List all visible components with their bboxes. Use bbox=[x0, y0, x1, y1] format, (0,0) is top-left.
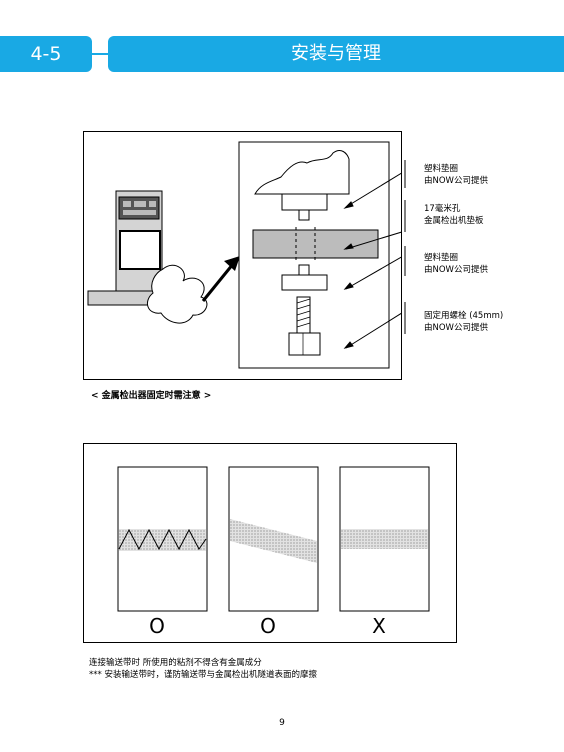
metal-detector-machine-illustration bbox=[87, 190, 208, 324]
page-title: 安装与管理 bbox=[108, 36, 564, 72]
label-17mm-hole: 17毫米孔 金属检出机垫板 bbox=[424, 204, 484, 226]
pointing-arrow bbox=[201, 256, 240, 302]
belt-sample-straight bbox=[339, 466, 430, 612]
label-fixing-bolt: 固定用螺栓 (45mm) 由NOW公司提供 bbox=[424, 311, 504, 333]
note-friction: *** 安装输送带时，谨防输送带与金属检出机隧道表面的摩擦 bbox=[89, 670, 317, 680]
belt-sample-diagonal bbox=[228, 466, 319, 612]
mark-correct-1: O bbox=[149, 614, 165, 638]
label-leader-lines bbox=[343, 172, 402, 349]
label-connectors bbox=[404, 160, 406, 334]
belt-sample-zigzag bbox=[117, 466, 208, 612]
mark-correct-2: O bbox=[260, 614, 276, 638]
header-connector-line bbox=[92, 53, 108, 55]
label-plastic-washer-top: 塑料垫圈 由NOW公司提供 bbox=[424, 164, 488, 186]
note-adhesive: 连接输送带时 所使用的粘剂不得含有金属成分 bbox=[89, 658, 262, 668]
label-plastic-washer-bottom: 塑料垫圈 由NOW公司提供 bbox=[424, 253, 488, 275]
belt-joint-diagram bbox=[83, 443, 457, 643]
mark-incorrect: X bbox=[372, 614, 386, 638]
section-number-tab: 4-5 bbox=[0, 36, 92, 72]
mounting-diagram bbox=[83, 131, 402, 380]
exploded-assembly-view bbox=[252, 150, 379, 356]
page-number: 9 bbox=[279, 718, 285, 728]
figure-caption: < 金属检出器固定时需注意 > bbox=[91, 391, 212, 401]
